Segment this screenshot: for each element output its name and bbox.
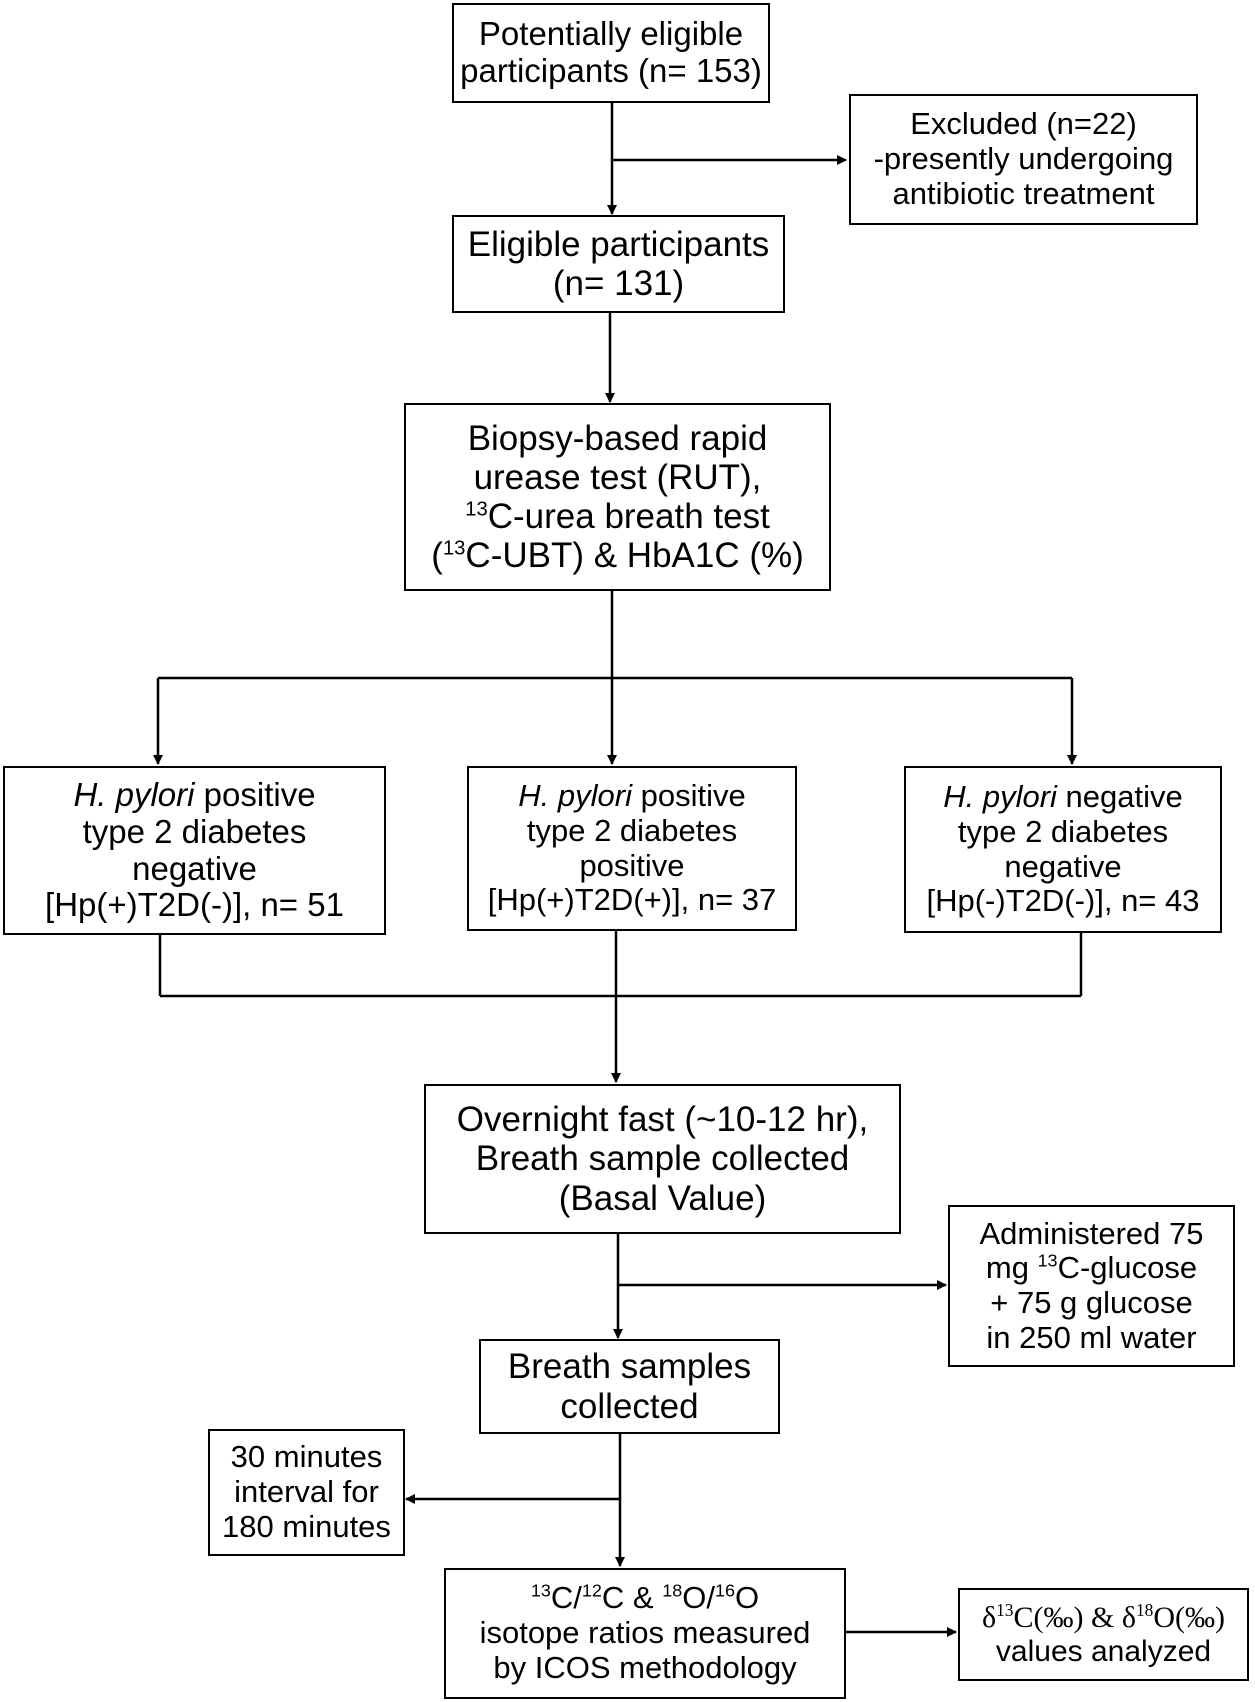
- group-c-line2: type 2 diabetes: [957, 813, 1169, 849]
- tests-line3-sup: 13: [465, 498, 488, 521]
- tests-line1: Biopsy-based rapid: [467, 418, 768, 458]
- overnight-fast-line1: Overnight fast (~10-12 hr),: [456, 1100, 869, 1140]
- excluded-line1: Excluded (n=22): [910, 106, 1137, 142]
- overnight-fast-line2: Breath sample collected: [475, 1139, 850, 1179]
- interval-box: 30 minutes interval for 180 minutes: [208, 1429, 405, 1556]
- administered-line4: in 250 ml water: [986, 1319, 1197, 1355]
- interval-line3: 180 minutes: [222, 1508, 391, 1544]
- administered-line2-sup: 13: [1037, 1250, 1058, 1271]
- breath-samples-line2: collected: [560, 1386, 699, 1426]
- administered-line2: mg 13C-glucose: [985, 1250, 1198, 1286]
- tests-line4-sup: 13: [442, 537, 466, 560]
- overnight-fast-line3: (Basal Value): [558, 1178, 767, 1218]
- breath-samples-box: Breath samples collected: [479, 1339, 780, 1434]
- excluded-line2: -presently undergoing: [873, 141, 1174, 177]
- administered-line1: Administered 75: [979, 1215, 1204, 1251]
- tests-line4-open: (: [431, 536, 443, 576]
- group-c-line4: [Hp(-)T2D(-)], n= 43: [926, 883, 1200, 919]
- isotope-box: 13C/12C & 18O/16O isotope ratios measure…: [444, 1568, 846, 1699]
- group-a-line1-rest: positive: [194, 775, 316, 813]
- administered-line3: + 75 g glucose: [990, 1285, 1193, 1320]
- group-b-line3: positive: [579, 847, 685, 883]
- group-b-line1: H. pylori positive: [518, 778, 746, 814]
- excluded-line3: antibiotic treatment: [892, 175, 1155, 211]
- delta-line1: δ13C(‰) & δ18O(‰): [982, 1601, 1225, 1635]
- group-a-italic: H. pylori: [73, 775, 195, 813]
- delta-d2: δ: [1121, 1600, 1136, 1634]
- isotope-t1: C/: [550, 1580, 582, 1616]
- potentially-eligible-line2: participants (n= 153): [460, 52, 762, 89]
- group-a-box: H. pylori positive type 2 diabetes negat…: [3, 766, 386, 935]
- delta-values-box: δ13C(‰) & δ18O(‰) values analyzed: [958, 1588, 1249, 1681]
- interval-line1: 30 minutes: [230, 1439, 383, 1475]
- tests-box: Biopsy-based rapid urease test (RUT), 13…: [404, 403, 831, 591]
- group-c-box: H. pylori negative type 2 diabetes negat…: [904, 766, 1222, 933]
- breath-samples-line1: Breath samples: [507, 1347, 752, 1387]
- group-b-line1-rest: positive: [631, 778, 746, 814]
- eligible-box: Eligible participants (n= 131): [452, 215, 785, 313]
- overnight-fast-box: Overnight fast (~10-12 hr), Breath sampl…: [424, 1084, 901, 1234]
- isotope-sup3: 18: [662, 1581, 683, 1602]
- potentially-eligible-line1: Potentially eligible: [478, 15, 744, 53]
- group-a-line1: H. pylori positive: [73, 775, 316, 814]
- isotope-line3: by ICOS methodology: [493, 1649, 797, 1685]
- administered-line2-pre: mg: [985, 1250, 1038, 1286]
- eligible-line2: (n= 131): [552, 264, 685, 303]
- group-a-line4: [Hp(+)T2D(-)], n= 51: [45, 886, 344, 924]
- tests-line3-text: C-urea breath test: [487, 497, 770, 536]
- isotope-t2: C &: [601, 1580, 663, 1616]
- delta-sup2: 18: [1135, 1599, 1154, 1620]
- administered-box: Administered 75 mg 13C-glucose + 75 g gl…: [948, 1205, 1235, 1367]
- interval-line2: interval for: [234, 1474, 379, 1510]
- delta-line2: values analyzed: [995, 1634, 1212, 1668]
- isotope-sup1: 13: [530, 1581, 551, 1602]
- group-c-line1: H. pylori negative: [943, 779, 1183, 815]
- potentially-eligible-box: Potentially eligible participants (n= 15…: [452, 3, 770, 103]
- eligible-line1: Eligible participants: [467, 224, 770, 264]
- group-c-line3: negative: [1004, 848, 1122, 884]
- isotope-sup4: 16: [714, 1581, 735, 1602]
- administered-line2-text: C-glucose: [1057, 1250, 1198, 1286]
- delta-t2: O(‰): [1153, 1600, 1226, 1634]
- group-b-italic: H. pylori: [518, 778, 632, 814]
- delta-sup1: 13: [996, 1599, 1014, 1620]
- tests-line2: urease test (RUT),: [473, 457, 762, 497]
- tests-line4: (13C-UBT) & HbA1C (%): [431, 536, 804, 575]
- tests-line3: 13C-urea breath test: [465, 497, 770, 536]
- isotope-line1: 13C/12C & 18O/16O: [531, 1581, 759, 1616]
- group-b-box: H. pylori positive type 2 diabetes posit…: [467, 766, 797, 931]
- delta-d1: δ: [981, 1600, 997, 1634]
- tests-line4-text: C-UBT) & HbA1C (%): [465, 536, 804, 576]
- group-a-line2: type 2 diabetes: [82, 812, 307, 850]
- group-c-line1-rest: negative: [1056, 779, 1183, 815]
- isotope-t3: O/: [682, 1580, 715, 1616]
- isotope-sup2: 12: [581, 1581, 602, 1602]
- isotope-line2: isotope ratios measured: [479, 1615, 811, 1651]
- excluded-box: Excluded (n=22) -presently undergoing an…: [849, 94, 1198, 225]
- isotope-t4: O: [734, 1580, 760, 1616]
- group-b-line2: type 2 diabetes: [526, 812, 738, 848]
- group-a-line3: negative: [132, 849, 257, 887]
- delta-t1: C(‰) &: [1013, 1600, 1122, 1634]
- group-c-italic: H. pylori: [943, 779, 1057, 815]
- group-b-line4: [Hp(+)T2D(+)], n= 37: [487, 882, 777, 918]
